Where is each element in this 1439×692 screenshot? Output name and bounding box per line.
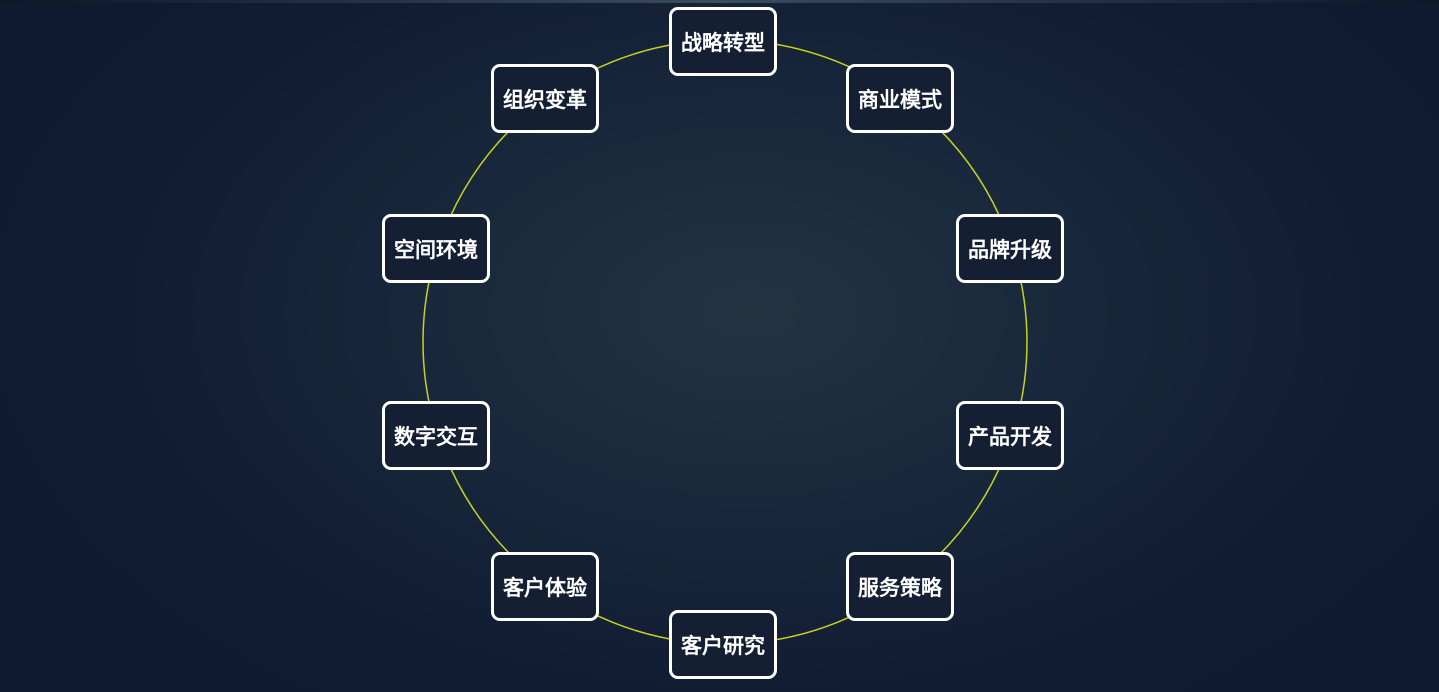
node-label: 组织变革	[503, 87, 587, 112]
node-customer-research[interactable]: 客户研究	[669, 610, 777, 679]
node-digital-interaction[interactable]: 数字交互	[382, 401, 490, 470]
node-brand-upgrade[interactable]: 品牌升级	[956, 214, 1064, 283]
node-label: 客户体验	[503, 575, 587, 600]
node-label: 数字交互	[394, 424, 478, 449]
node-spatial-environment[interactable]: 空间环境	[382, 214, 490, 283]
node-label: 商业模式	[858, 87, 942, 112]
node-customer-experience[interactable]: 客户体验	[491, 552, 599, 621]
node-label: 品牌升级	[968, 237, 1052, 262]
node-service-strategy[interactable]: 服务策略	[846, 552, 954, 621]
node-label: 服务策略	[858, 575, 942, 600]
node-label: 客户研究	[681, 633, 765, 658]
node-product-development[interactable]: 产品开发	[956, 401, 1064, 470]
node-strategy-transformation[interactable]: 战略转型	[669, 7, 777, 76]
node-label: 空间环境	[394, 237, 478, 262]
node-organizational-change[interactable]: 组织变革	[491, 64, 599, 133]
top-accent-line	[0, 0, 1439, 3]
node-business-model[interactable]: 商业模式	[846, 64, 954, 133]
node-label: 产品开发	[968, 424, 1052, 449]
node-label: 战略转型	[681, 30, 765, 55]
